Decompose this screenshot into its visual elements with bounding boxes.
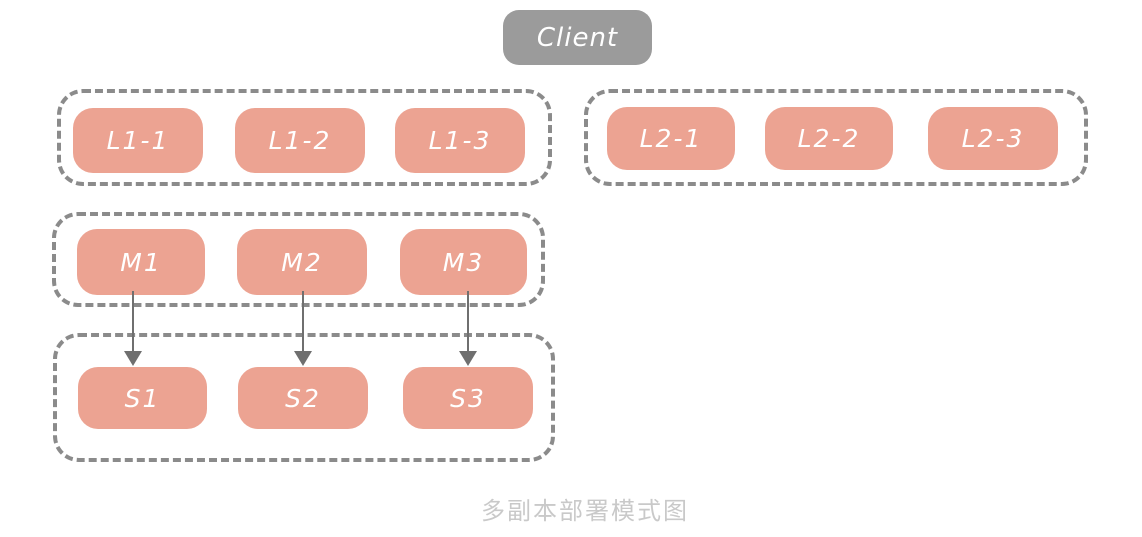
node-m1: M1 <box>77 229 205 295</box>
arrow-m2-to-s2 <box>302 291 304 351</box>
arrow-m1-to-s1 <box>132 291 134 351</box>
node-label: L1-3 <box>428 126 492 155</box>
node-l1-1: L1-1 <box>73 108 203 173</box>
node-l2-1: L2-1 <box>607 107 735 170</box>
group-l1-replicas <box>57 89 552 186</box>
arrow-m3-to-s3 <box>467 291 469 351</box>
node-label: M3 <box>442 247 485 277</box>
client-label: Client <box>536 22 619 53</box>
node-l2-2: L2-2 <box>765 107 893 170</box>
node-label: M2 <box>281 247 323 277</box>
diagram-caption: 多副本部署模式图 <box>481 497 689 525</box>
node-l1-3: L1-3 <box>395 108 525 173</box>
node-label: L1-1 <box>106 126 170 155</box>
node-s3: S3 <box>403 367 533 429</box>
client-node: Client <box>503 10 652 65</box>
node-s1: S1 <box>78 367 207 429</box>
node-label: M1 <box>120 247 162 277</box>
node-s2: S2 <box>238 367 368 429</box>
group-masters <box>52 212 545 307</box>
node-l1-2: L1-2 <box>235 108 365 173</box>
node-label: S1 <box>124 383 161 413</box>
node-label: S2 <box>285 383 321 413</box>
group-l2-replicas <box>584 89 1088 186</box>
node-m3: M3 <box>400 229 527 295</box>
node-label: S3 <box>450 383 486 413</box>
group-slaves <box>53 333 555 462</box>
node-label: L2-3 <box>961 124 1025 153</box>
node-label: L2-1 <box>639 124 703 153</box>
node-label: L1-2 <box>268 126 332 155</box>
node-m2: M2 <box>237 229 367 295</box>
node-l2-3: L2-3 <box>928 107 1058 170</box>
node-label: L2-2 <box>797 124 861 153</box>
